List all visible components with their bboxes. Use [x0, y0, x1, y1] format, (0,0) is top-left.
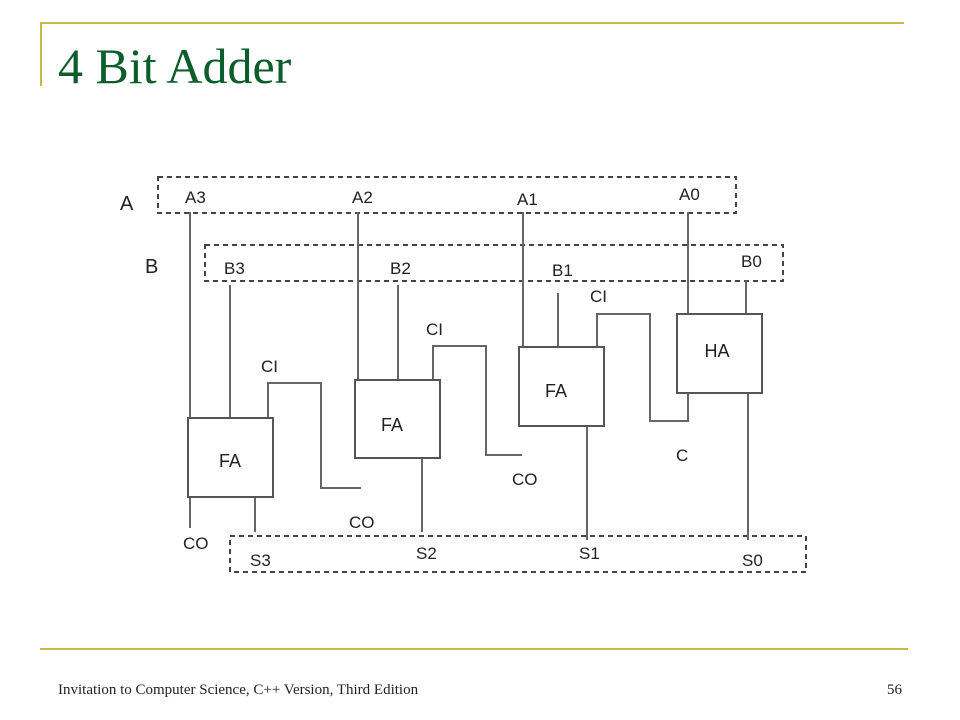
slide-title: 4 Bit Adder: [58, 38, 292, 94]
carry-in-label: CI: [426, 320, 443, 339]
sum-label: S3: [250, 551, 271, 570]
block-label: FA: [381, 415, 403, 435]
carry-out-label: CO: [512, 470, 538, 489]
block-label: FA: [219, 451, 241, 471]
input-label-a: A3: [185, 188, 206, 207]
sum-label: S0: [742, 551, 763, 570]
input-label-a: A1: [517, 190, 538, 209]
input-label-b: B1: [552, 261, 573, 280]
carry-in-label: CI: [261, 357, 278, 376]
input-label-b: B0: [741, 252, 762, 271]
sum-bus-box: [229, 535, 807, 573]
carry-wire-1: [267, 382, 361, 489]
bus-a-label: A: [120, 193, 134, 215]
sum-label: S1: [579, 544, 600, 563]
bus-b-box: [204, 244, 784, 282]
bus-b-label: B: [145, 256, 158, 278]
top-rule: [40, 22, 904, 24]
input-label-b: B3: [224, 259, 245, 278]
page-number: 56: [887, 682, 902, 698]
carry-in-label: CI: [590, 287, 607, 306]
ha-carry-label: C: [676, 446, 688, 465]
full-adder-2: [354, 379, 441, 459]
block-label: FA: [545, 381, 567, 401]
input-label-b: B2: [390, 259, 411, 278]
full-adder-3: [187, 417, 274, 498]
full-adder-1: [518, 346, 605, 427]
carry-wire-2: [432, 345, 522, 456]
carry-out-label: CO: [349, 513, 375, 532]
left-rule: [40, 22, 42, 86]
bus-a-box: [157, 176, 737, 214]
carry-out-label: CO: [183, 534, 209, 553]
input-label-a: A0: [679, 185, 700, 204]
block-label: HA: [704, 341, 729, 361]
carry-wire-3: [596, 313, 689, 422]
footer-text: Invitation to Computer Science, C++ Vers…: [58, 682, 419, 698]
bottom-rule: [40, 648, 908, 650]
input-label-a: A2: [352, 188, 373, 207]
sum-label: S2: [416, 544, 437, 563]
half-adder-0: [676, 313, 763, 394]
